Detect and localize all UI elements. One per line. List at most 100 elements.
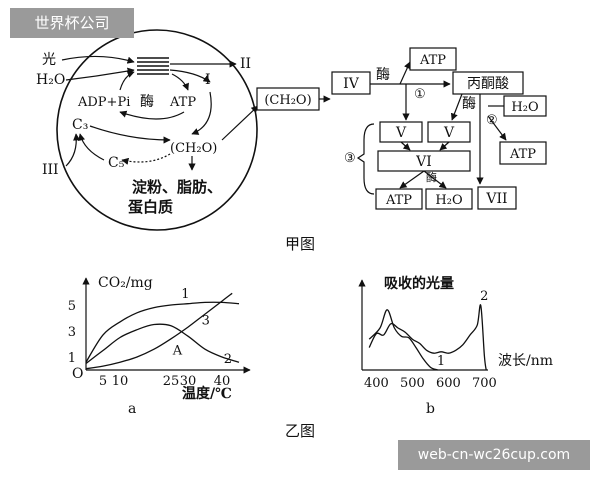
atp-right: ATP bbox=[509, 147, 536, 162]
chart-b-xtick: 400 bbox=[364, 376, 389, 391]
label-III: III bbox=[42, 162, 59, 178]
chart-a-xtick: 40 bbox=[214, 374, 231, 389]
atp-right-box bbox=[499, 141, 547, 165]
III-to-c3-arrow bbox=[65, 133, 81, 167]
thylakoid-stack bbox=[137, 57, 169, 75]
chloroplast-outline bbox=[56, 29, 258, 231]
enzyme-chloroplast: 酶 bbox=[140, 94, 154, 110]
circ-3: ③ bbox=[344, 151, 356, 166]
atp-bottom: ATP bbox=[385, 193, 412, 208]
chloroplast-to-cytoplasm-arrow bbox=[221, 105, 259, 141]
chloroplast-diagram: 光 H₂O II I ADP+Pi 酶 ATP C₃ (CH₂O) C₅ 淀粉、… bbox=[36, 29, 259, 231]
light-arrow bbox=[61, 55, 135, 64]
chart-a-xtick: 30 bbox=[180, 374, 197, 389]
chart-a-point-A: A bbox=[172, 343, 183, 358]
label-II: II bbox=[240, 56, 251, 72]
storage-line2: 蛋白质 bbox=[128, 198, 173, 216]
chart-a-origin: O bbox=[72, 366, 83, 382]
c5-to-c3-arrow bbox=[78, 133, 105, 161]
chart-a-xtick: 5 bbox=[99, 374, 107, 389]
chart-b-sublabel: b bbox=[426, 401, 435, 417]
circ-1: ① bbox=[414, 87, 426, 102]
pyruvate-label: 丙酮酸 bbox=[467, 76, 509, 92]
thylakoid-to-atp-arrow bbox=[171, 73, 189, 91]
atp-bottom-box bbox=[375, 188, 423, 210]
c3-label: C₃ bbox=[72, 117, 88, 133]
I-to-ch2o-arrow bbox=[191, 91, 212, 135]
storage-line1: 淀粉、脂肪、 bbox=[132, 178, 222, 196]
chart-a-xtick: 10 bbox=[112, 374, 129, 389]
water-bottom-box bbox=[425, 188, 473, 210]
chart-a-series-3 bbox=[85, 292, 233, 370]
atp-chloroplast: ATP bbox=[169, 95, 196, 110]
label-V1: V bbox=[395, 125, 407, 141]
caption-jia: 甲图 bbox=[285, 235, 315, 253]
adp-to-thylakoid-arrow bbox=[119, 71, 135, 91]
chart-b-ylabel: 吸收的光量 bbox=[384, 275, 454, 292]
chart-a-ytick: 1 bbox=[68, 351, 76, 366]
atp-top-box bbox=[409, 47, 457, 71]
chart-b-ticks: 400 500 600 700 bbox=[364, 376, 497, 391]
pyruvate-to-V2-arrow bbox=[450, 93, 463, 121]
chart-b-xtick: 600 bbox=[436, 376, 461, 391]
chart-a-series-2 bbox=[85, 323, 240, 365]
chart-a-lines: 1 2 3 bbox=[85, 287, 240, 370]
chart-b-series-label-2: 2 bbox=[480, 289, 488, 304]
chart-b-xtick: 500 bbox=[400, 376, 425, 391]
c3-to-ch2o-arrow bbox=[89, 125, 171, 144]
VI-to-atp-arrow bbox=[399, 170, 425, 189]
ch2o-respiration: (CH₂O) bbox=[264, 93, 311, 108]
ch2o-chloroplast: (CH₂O) bbox=[170, 141, 217, 156]
chart-b-lines: 12 bbox=[368, 289, 488, 371]
chart-a-sublabel: a bbox=[128, 401, 136, 417]
chart-b-series-label-1: 1 bbox=[437, 354, 445, 369]
label-IV: IV bbox=[343, 76, 360, 92]
box-IV bbox=[331, 71, 371, 95]
adp-label: ADP+Pi bbox=[77, 95, 130, 110]
chart-a-ylabel: CO₂/mg bbox=[98, 275, 153, 291]
atp-top: ATP bbox=[419, 53, 446, 68]
V1-to-VI-arrow bbox=[400, 141, 411, 151]
arrow-to-I bbox=[169, 69, 211, 83]
ch2o-to-c5-arrow bbox=[121, 153, 171, 165]
enzyme-top: 酶 bbox=[376, 67, 390, 83]
label-VI: VI bbox=[415, 154, 432, 170]
label-I: I bbox=[205, 72, 211, 88]
respiration-diagram: (CH₂O) IV 酶 ATP 丙酮酸 ① 酶 H₂O ② ATP V V ③ … bbox=[256, 47, 547, 210]
pyruvate-box bbox=[452, 71, 524, 95]
brace-3 bbox=[356, 123, 375, 195]
box-VII bbox=[477, 186, 517, 210]
chart-a-series-1 bbox=[85, 301, 240, 363]
watermark-bottom: web-cn-wc26cup.com bbox=[398, 440, 590, 470]
water-mid: H₂O bbox=[511, 100, 538, 115]
water-bottom: H₂O bbox=[435, 193, 462, 208]
light-label: 光 bbox=[42, 52, 56, 68]
chart-a-ytick: 3 bbox=[68, 325, 76, 340]
chart-a-ytick: 5 bbox=[68, 299, 76, 314]
label-V2: V bbox=[443, 125, 455, 141]
chart-b-xtick: 700 bbox=[472, 376, 497, 391]
chart-a-series-label-2: 2 bbox=[224, 352, 232, 367]
atp-to-adp-arrow bbox=[119, 110, 185, 120]
label-VII: VII bbox=[485, 191, 507, 207]
caption-yi: 乙图 bbox=[285, 422, 315, 440]
water-input-label: H₂O bbox=[36, 72, 65, 88]
chart-b-series-2 bbox=[368, 304, 487, 371]
to-atp-top-arrow bbox=[399, 61, 411, 85]
c5-label: C₅ bbox=[108, 155, 125, 171]
chart-a-xlabel: 温度/℃ bbox=[182, 385, 232, 402]
watermark-top: 世界杯公司 bbox=[10, 8, 134, 38]
chart-b-xlabel: 波长/nm bbox=[498, 353, 553, 369]
V2-to-VI-arrow bbox=[439, 141, 450, 151]
enzyme-mid: 酶 bbox=[462, 96, 476, 112]
chart-a-series-label-1: 1 bbox=[181, 287, 189, 302]
chart-b-series-1 bbox=[368, 309, 438, 371]
VI-to-water-arrow bbox=[423, 170, 447, 189]
to-atp-right-arrow bbox=[487, 115, 507, 141]
chart-a-series-label-3: 3 bbox=[202, 314, 210, 329]
